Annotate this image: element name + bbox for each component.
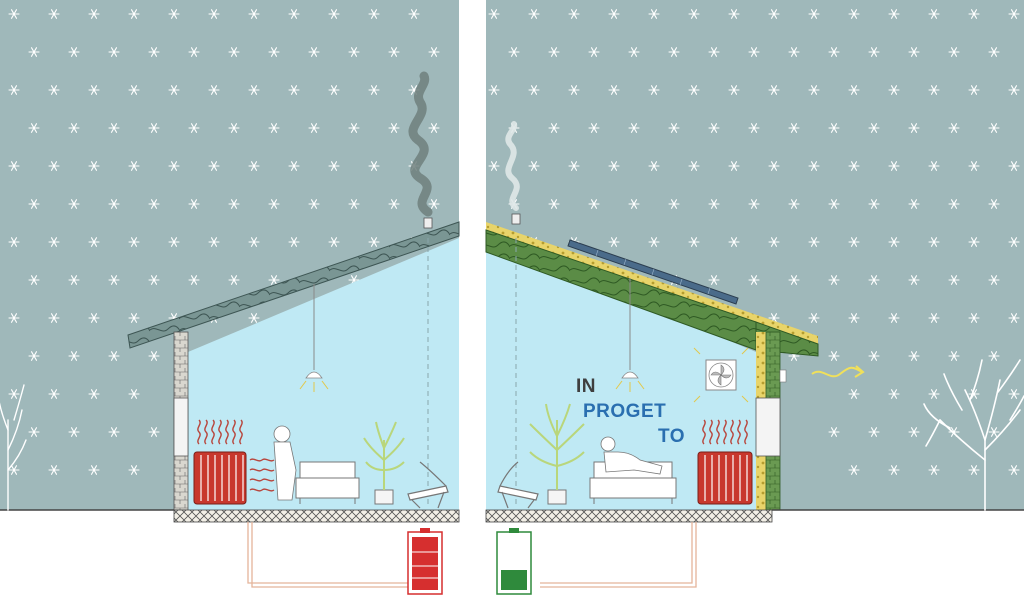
lounge-chair-icon bbox=[497, 461, 539, 509]
house-traditional bbox=[127, 71, 460, 523]
plant-icon bbox=[529, 403, 585, 505]
ventilation-fan-icon bbox=[693, 347, 749, 403]
floor-right bbox=[485, 509, 773, 523]
interior-left bbox=[188, 238, 459, 510]
logo-text-to: TO bbox=[658, 426, 686, 447]
person-icon bbox=[600, 436, 663, 475]
window-left bbox=[173, 397, 189, 457]
radiator-icon bbox=[697, 451, 753, 505]
radiator-icon bbox=[193, 451, 247, 505]
ceiling-lamp-icon bbox=[299, 284, 329, 392]
roof-left bbox=[127, 221, 460, 349]
solar-panel-icon bbox=[567, 239, 739, 305]
battery-icon-left bbox=[407, 528, 443, 595]
house-insulated bbox=[485, 121, 865, 523]
person-icon bbox=[273, 425, 297, 501]
chimney-pipe-right bbox=[511, 213, 521, 505]
tree-icon bbox=[923, 359, 1024, 511]
logo-text-in: IN bbox=[576, 376, 596, 397]
heat-waves-icon bbox=[702, 419, 748, 445]
window-right bbox=[755, 397, 781, 457]
smoke-icon bbox=[505, 121, 520, 211]
heat-waves-icon bbox=[197, 419, 275, 492]
vent-outlet bbox=[779, 369, 787, 383]
floor-left bbox=[173, 509, 460, 523]
lounge-chair-icon bbox=[407, 461, 449, 509]
logo-text-proget: PROGET bbox=[583, 401, 667, 422]
smoke-icon bbox=[408, 71, 433, 217]
chimney-pipe-left bbox=[423, 217, 433, 505]
center-divider bbox=[459, 0, 486, 608]
interior-right bbox=[486, 238, 756, 510]
airflow-arrow-icon bbox=[811, 365, 865, 378]
sofa-icon bbox=[295, 461, 360, 504]
ceiling-lamp-icon bbox=[615, 278, 645, 392]
battery-icon-right bbox=[496, 528, 532, 595]
heating-pipe-left bbox=[247, 522, 408, 588]
plant-icon bbox=[363, 421, 405, 505]
heating-pipe-right bbox=[540, 522, 697, 588]
tree-icon bbox=[0, 384, 27, 511]
